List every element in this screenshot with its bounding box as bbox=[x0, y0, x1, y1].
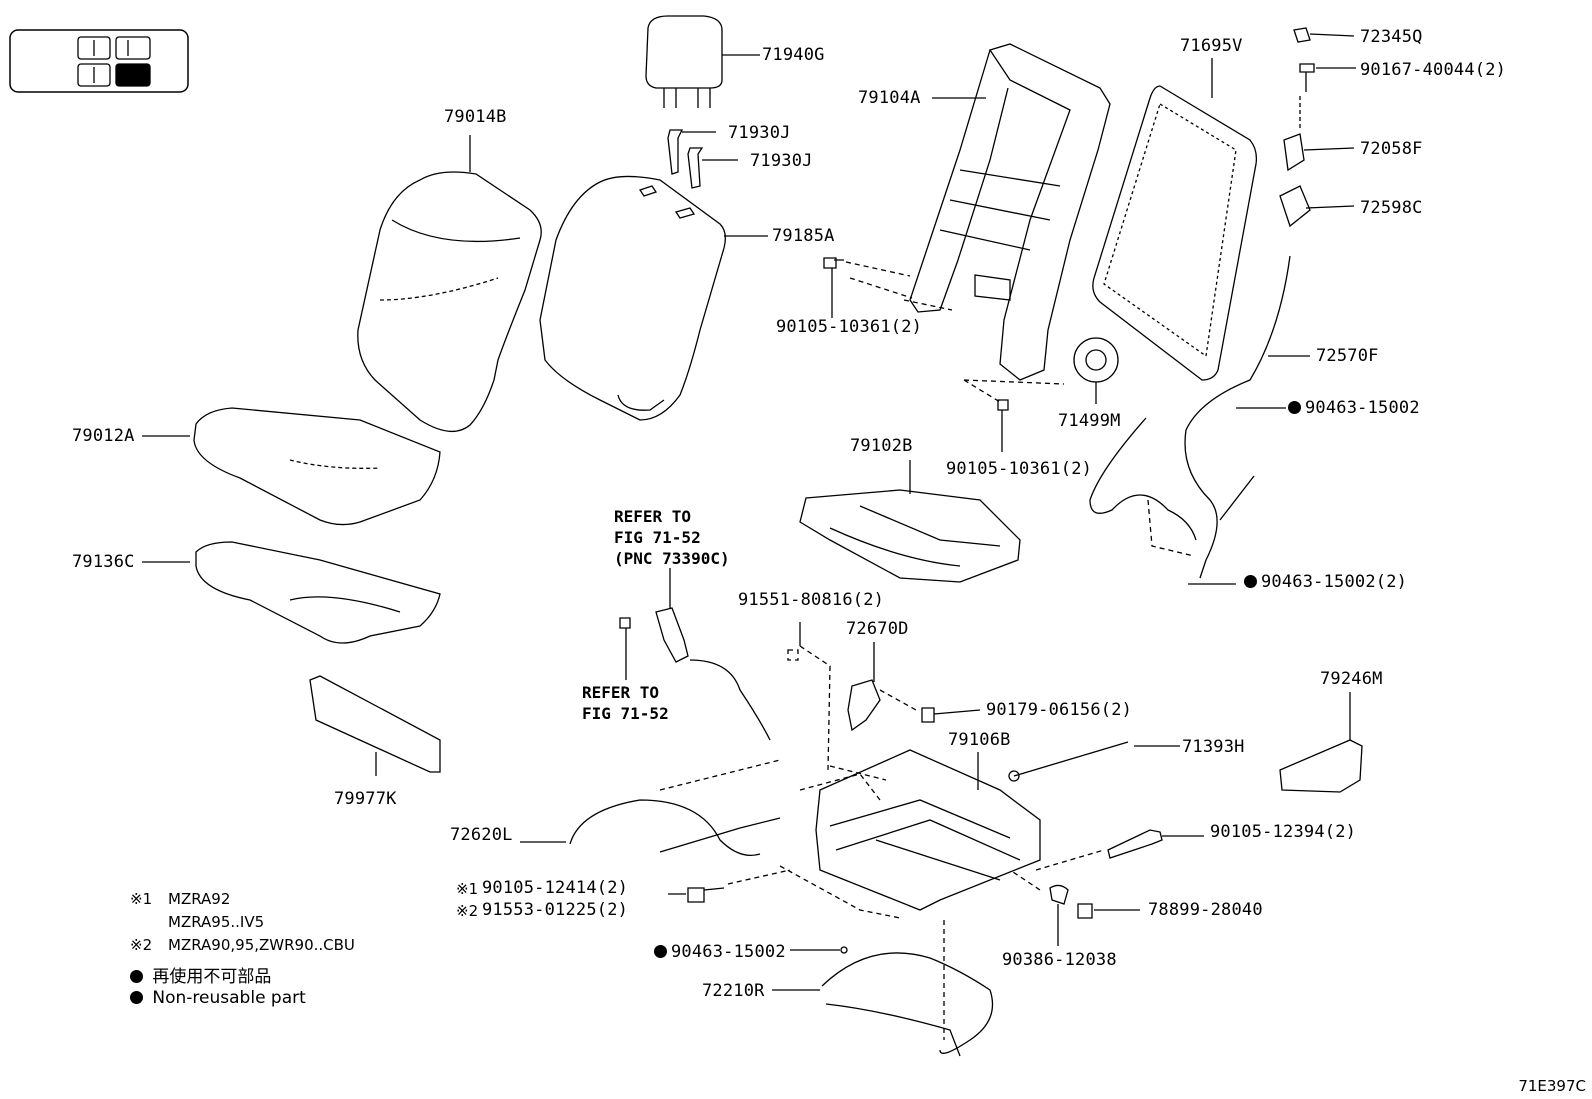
part-label-90463-15002-b: 90463-15002(2) bbox=[1244, 572, 1407, 592]
cushion-cover-part bbox=[142, 407, 441, 526]
part-label-72670D: 72670D bbox=[846, 619, 909, 639]
part-label-71499M: 71499M bbox=[1058, 411, 1121, 431]
part-label-72570F: 72570F bbox=[1316, 346, 1379, 366]
part-label-71393H: 71393H bbox=[1182, 737, 1245, 757]
side-cover-part bbox=[1279, 692, 1363, 793]
seatback-pad-part bbox=[539, 175, 768, 421]
part-number-text: 90463-15002(2) bbox=[1261, 572, 1408, 592]
part-label-79977K: 79977K bbox=[334, 789, 397, 809]
lower-cable-part bbox=[772, 920, 994, 1057]
part-label-79104A: 79104A bbox=[858, 88, 921, 108]
cushion-frame-part bbox=[799, 460, 1021, 583]
part-label-71940G: 71940G bbox=[762, 45, 825, 65]
part-label-78899-28040: 78899-28040 bbox=[1148, 900, 1263, 920]
legend-en-text: Non-reusable part bbox=[152, 988, 306, 1008]
non-reusable-dot-icon bbox=[654, 945, 667, 958]
part-label-90179-06156: 90179-06156(2) bbox=[986, 700, 1133, 720]
legend-non-reusable-en: Non-reusable part bbox=[130, 988, 306, 1008]
part-label-71695V: 71695V bbox=[1180, 36, 1243, 56]
part-label-79185A: 79185A bbox=[772, 226, 835, 246]
part-label-79012A: 79012A bbox=[72, 426, 135, 446]
part-label-90105-10361-b: 90105-10361(2) bbox=[946, 459, 1093, 479]
part-label-90105-10361-a: 90105-10361(2) bbox=[776, 317, 923, 337]
footnote-mark-2-models: MZRA90,95,ZWR90..CBU bbox=[168, 936, 355, 954]
part-label-71930J-b: 71930J bbox=[750, 151, 813, 171]
clip-parts bbox=[1279, 27, 1356, 228]
part-label-79106B: 79106B bbox=[948, 730, 1011, 750]
adjuster-rod-part bbox=[1008, 741, 1180, 782]
non-reusable-dot-icon bbox=[1288, 401, 1301, 414]
part-label-72058F: 72058F bbox=[1360, 139, 1423, 159]
bolt-parts bbox=[823, 257, 1065, 452]
adjuster-cable-part bbox=[520, 759, 781, 857]
non-reusable-dot-icon bbox=[130, 970, 143, 983]
footnote-mark-2: ※2 bbox=[130, 936, 153, 954]
seatback-frame-part bbox=[909, 43, 1111, 381]
part-label-90463-15002-a: 90463-15002 bbox=[1288, 398, 1420, 418]
seat-position-icon bbox=[9, 29, 189, 93]
part-label-79014B: 79014B bbox=[444, 107, 507, 127]
part-label-79136C: 79136C bbox=[72, 552, 135, 572]
part-label-79246M: 79246M bbox=[1320, 669, 1383, 689]
part-label-90105-12394: 90105-12394(2) bbox=[1210, 822, 1357, 842]
part-label-72620L: 72620L bbox=[450, 825, 513, 845]
part-label-90463-15002-c: 90463-15002 bbox=[654, 942, 786, 962]
side-pad-part bbox=[309, 675, 441, 776]
fastener-parts bbox=[1009, 869, 1140, 946]
footnote-mark-1-model-a: MZRA92 bbox=[168, 890, 231, 908]
seatbelt-buckle-part bbox=[619, 568, 771, 741]
part-number-text: 90463-15002 bbox=[1305, 398, 1420, 418]
part-label-90167-40044: 90167-40044(2) bbox=[1360, 60, 1507, 80]
seatback-board-part bbox=[1092, 58, 1258, 381]
refer-note-anchor: REFER TO FIG 71-52 bbox=[582, 683, 669, 723]
footnote-mark-1: ※1 bbox=[130, 890, 153, 908]
headrest-part bbox=[645, 15, 760, 108]
part-label-91551-80816: 91551-80816(2) bbox=[738, 590, 885, 610]
spiral-spring-part bbox=[1073, 337, 1119, 404]
part-label-72345Q: 72345Q bbox=[1360, 27, 1423, 47]
part-label-79102B: 79102B bbox=[850, 436, 913, 456]
part-label-91553-01225: 91553-01225(2) bbox=[482, 900, 629, 920]
non-reusable-dot-icon bbox=[130, 991, 143, 1004]
release-cable-part bbox=[1089, 255, 1310, 585]
part-label-90105-12414: 90105-12414(2) bbox=[482, 878, 629, 898]
note-mark-1-inline: ※1 bbox=[456, 880, 479, 898]
figure-code: 71E397C bbox=[1518, 1077, 1586, 1095]
seat-adjuster-part bbox=[779, 749, 1041, 919]
part-label-90386-12038: 90386-12038 bbox=[1002, 950, 1117, 970]
part-label-71930J-a: 71930J bbox=[728, 123, 791, 143]
legend-non-reusable-jp: 再使用不可部品 bbox=[130, 962, 271, 987]
bracket-parts bbox=[787, 622, 981, 781]
headrest-support-part bbox=[667, 129, 738, 189]
footnote-mark-1-model-b: MZRA95..IV5 bbox=[168, 913, 265, 931]
non-reusable-dot-icon bbox=[1244, 575, 1257, 588]
refer-note-buckle: REFER TO FIG 71-52 (PNC 73390C) bbox=[614, 507, 730, 568]
seatback-cover-part bbox=[357, 135, 542, 432]
part-label-72210R: 72210R bbox=[702, 981, 765, 1001]
adjuster-bolt-part bbox=[668, 869, 791, 903]
part-label-72598C: 72598C bbox=[1360, 198, 1423, 218]
cushion-pad-part bbox=[142, 541, 441, 644]
legend-jp-text: 再使用不可部品 bbox=[152, 967, 272, 987]
part-number-text: 90463-15002 bbox=[671, 942, 786, 962]
long-bolt-part bbox=[1035, 829, 1204, 871]
note-mark-2-inline: ※2 bbox=[456, 902, 479, 920]
